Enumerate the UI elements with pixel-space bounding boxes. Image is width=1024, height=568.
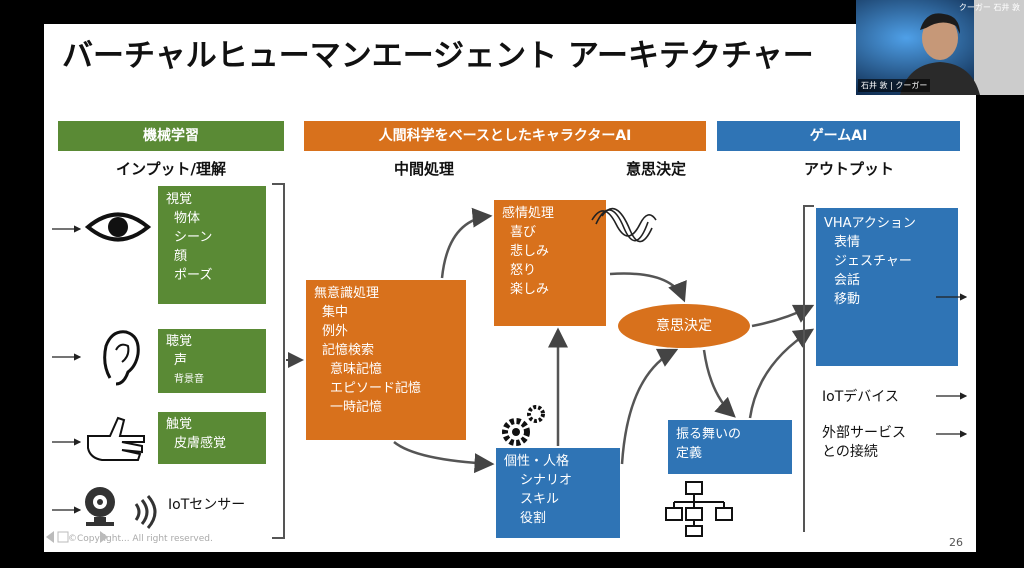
personality-title: 個性・人格 — [504, 454, 570, 469]
unconscious-item: 例外 — [322, 324, 349, 339]
vha-item: ジェスチャー — [834, 254, 912, 269]
video-top-label: クーガー 石井 敦 — [958, 3, 1020, 12]
behavior-title: 振る舞いの — [676, 427, 742, 442]
flowchart-icon — [665, 481, 733, 537]
vha-item: 会話 — [834, 273, 861, 288]
arrow-behavior-vha — [748, 328, 815, 419]
emotion-title: 感情処理 — [502, 206, 555, 221]
eye-icon — [84, 212, 152, 242]
unconscious-sub-item: エピソード記憶 — [330, 381, 422, 396]
touch-box: 触覚 皮膚感覚 — [158, 412, 266, 464]
vha-title: VHAアクション — [824, 216, 916, 231]
subheader-decision: 意思決定 — [626, 160, 687, 178]
arrow-decision-behavior — [702, 349, 736, 418]
emotion-item: 怒り — [510, 263, 537, 278]
header-machine-learning: 機械学習 — [58, 121, 284, 151]
personality-item: スキル — [520, 492, 560, 507]
vision-item: ポーズ — [174, 268, 213, 283]
presentation-slide: バーチャルヒューマンエージェント アーキテクチャー 機械学習 人間科学をベースと… — [44, 24, 976, 552]
behavior-box: 振る舞いの 定義 — [668, 420, 792, 474]
ear-icon — [103, 330, 140, 386]
touch-item: 皮膚感覚 — [174, 436, 227, 451]
vision-item: シーン — [174, 230, 213, 245]
unconscious-sub-item: 意味記憶 — [330, 362, 383, 377]
arrow-emotion-decision — [609, 272, 687, 303]
emotion-box: 感情処理 喜び 悲しみ 怒り 楽しみ — [494, 200, 606, 326]
arrow-unconscious-emotion — [440, 207, 493, 279]
personality-box: 個性・人格 シナリオ スキル 役割 — [496, 448, 620, 538]
emotion-item: 悲しみ — [510, 244, 550, 259]
arrow-decision-vha — [751, 304, 815, 328]
webcam-icon — [85, 487, 115, 526]
header-character-ai: 人間科学をベースとしたキャラクターAI — [304, 121, 706, 151]
signal-icon — [134, 495, 157, 529]
subheader-middle: 中間処理 — [394, 160, 455, 178]
external-service-label: 外部サービス との接続 — [822, 424, 906, 462]
output-bracket — [803, 205, 814, 532]
copyright-text: ©Copyright... All right reserved. — [68, 534, 213, 544]
unconscious-item: 集中 — [322, 305, 349, 320]
touch-title: 触覚 — [166, 417, 193, 432]
vha-item: 移動 — [834, 292, 861, 307]
vision-item: 物体 — [174, 211, 201, 226]
webcam-feed — [856, 0, 1024, 95]
decision-node: 意思決定 — [618, 304, 750, 348]
unconscious-item: 記憶検索 — [322, 343, 375, 358]
emotion-item: 喜び — [510, 225, 537, 240]
emotion-item: 楽しみ — [510, 282, 550, 297]
webcam-video-overlay: クーガー 石井 敦 石井 敦 | クーガー — [856, 0, 1024, 95]
vision-box: 視覚 物体 シーン 顔 ポーズ — [158, 186, 266, 304]
page-number: 26 — [949, 536, 963, 549]
vision-title: 視覚 — [166, 192, 193, 207]
input-bracket — [272, 183, 285, 539]
hand-icon — [87, 416, 145, 461]
personality-item: 役割 — [520, 511, 547, 526]
personality-item: シナリオ — [520, 473, 573, 488]
unconscious-title: 無意識処理 — [314, 286, 380, 301]
header-game-ai: ゲームAI — [717, 121, 960, 151]
gear-icon — [502, 405, 545, 446]
unconscious-box: 無意識処理 集中 例外 記憶検索 意味記憶 エピソード記憶 一時記憶 — [306, 280, 466, 440]
iot-sensor-label: IoTセンサー — [168, 497, 246, 513]
behavior-title-2: 定義 — [676, 446, 703, 461]
unconscious-sub-item: 一時記憶 — [330, 400, 383, 415]
vha-action-box: VHAアクション 表情 ジェスチャー 会話 移動 — [816, 208, 958, 366]
iot-device-label: IoTデバイス — [822, 389, 899, 405]
hearing-title: 聴覚 — [166, 334, 193, 349]
hearing-item: 声 — [174, 353, 188, 368]
external-line-1: 外部サービス — [822, 425, 906, 441]
subheader-input: インプット/理解 — [116, 160, 227, 178]
external-line-2: との接続 — [822, 444, 878, 460]
arrow-unconscious-personality — [393, 441, 495, 474]
hearing-box: 聴覚 声 背景音 — [158, 329, 266, 393]
vha-item: 表情 — [834, 235, 861, 250]
subheader-output: アウトプット — [804, 160, 895, 178]
video-name-label: 石井 敦 | クーガー — [858, 79, 931, 92]
vision-item: 顔 — [174, 249, 188, 264]
hearing-small-item: 背景音 — [174, 374, 204, 385]
slide-title: バーチャルヒューマンエージェント アーキテクチャー — [62, 38, 814, 74]
